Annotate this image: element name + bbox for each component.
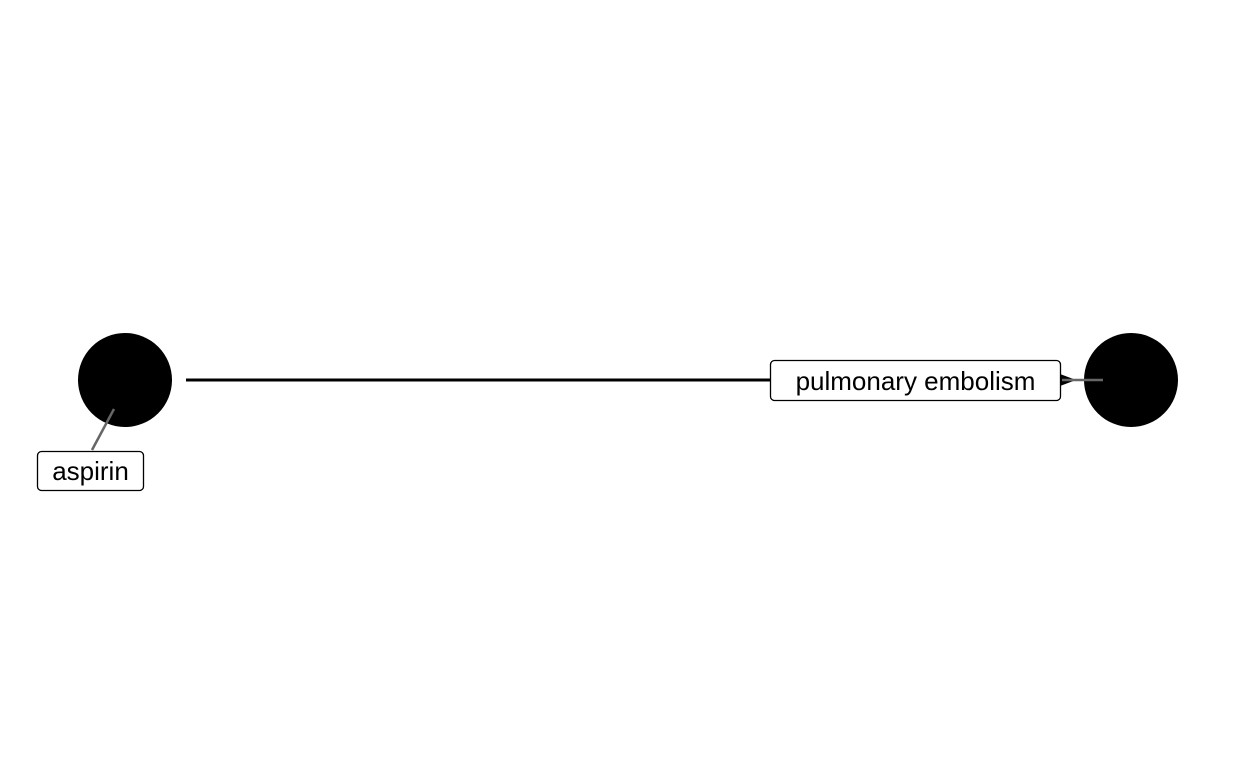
label-aspirin: aspirin	[36, 450, 145, 492]
label-text-aspirin: aspirin	[52, 456, 129, 486]
label-text-pulmonary-embolism: pulmonary embolism	[796, 366, 1036, 396]
leader-line-aspirin	[90, 408, 116, 451]
node-pulmonary-embolism	[1084, 333, 1178, 427]
label-box-pulmonary-embolism	[769, 359, 1062, 402]
label-box-aspirin	[36, 450, 145, 492]
node-aspirin	[78, 333, 172, 427]
label-pulmonary-embolism: pulmonary embolism	[769, 359, 1062, 402]
